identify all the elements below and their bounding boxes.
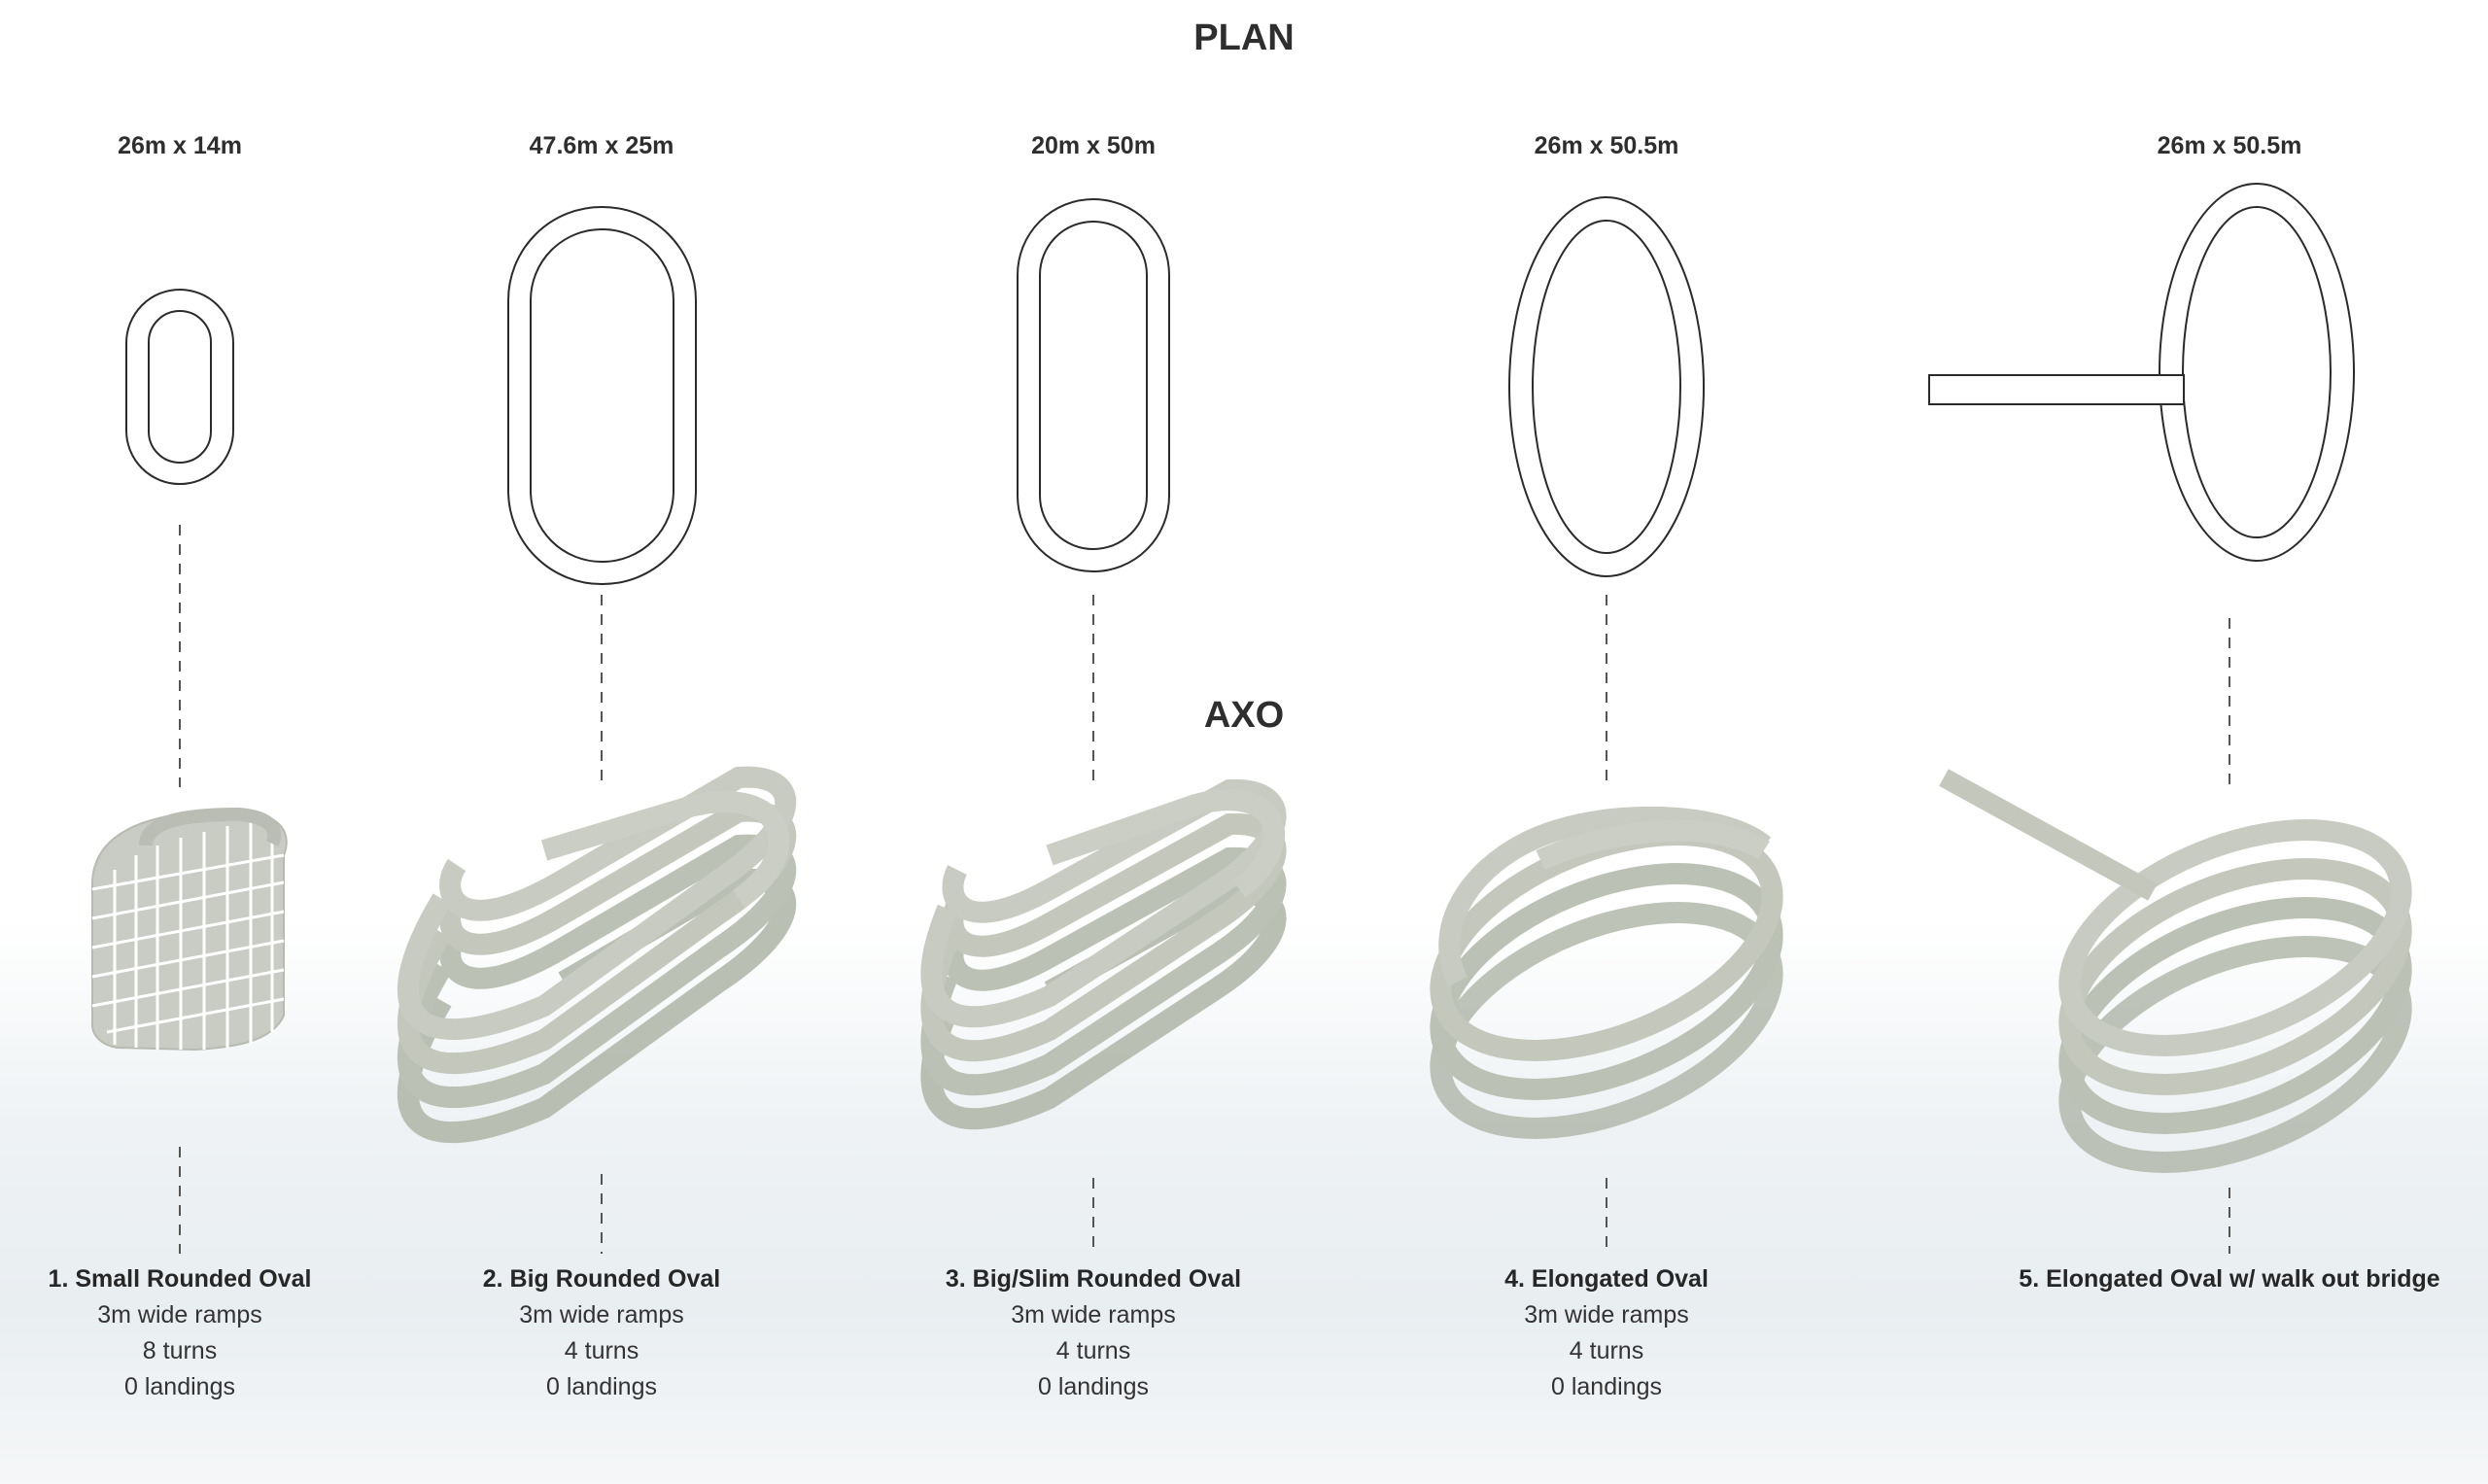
dimension-label-1: 26m x 14m (118, 132, 242, 159)
caption-title-2: 2. Big Rounded Oval (482, 1265, 721, 1293)
dimension-label-2: 47.6m x 25m (529, 132, 674, 159)
caption-title-3: 3. Big/Slim Rounded Oval (945, 1265, 1242, 1293)
plan-inner-3 (1039, 221, 1148, 550)
caption-title-5: 5. Elongated Oval w/ walk out bridge (2019, 1265, 2440, 1293)
caption-detail-2-2: 4 turns (564, 1337, 639, 1364)
plan-outer-2 (507, 206, 697, 585)
caption-detail-1-1: 3m wide ramps (97, 1301, 262, 1329)
axo-model-5 (1939, 769, 2412, 1173)
caption-detail-3-3: 0 landings (1038, 1373, 1149, 1400)
axo-model-2 (397, 766, 797, 1144)
caption-detail-3-2: 4 turns (1055, 1337, 1131, 1364)
caption-column-4: 4. Elongated Oval 3m wide ramps 4 turns … (1504, 1261, 1709, 1405)
caption-detail-4-1: 3m wide ramps (1524, 1301, 1689, 1329)
plan-inner-2 (530, 228, 674, 563)
plan-inner-5 (2182, 206, 2332, 538)
axo-model-3 (920, 778, 1287, 1130)
plan-inner-1 (148, 310, 212, 464)
axo-heading: AXO (1203, 695, 1285, 736)
caption-detail-4-2: 4 turns (1569, 1337, 1644, 1364)
dimension-label-5: 26m x 50.5m (2157, 132, 2302, 159)
caption-column-5: 5. Elongated Oval w/ walk out bridge (2019, 1261, 2439, 1297)
caption-detail-3-1: 3m wide ramps (1011, 1301, 1176, 1329)
plan-outer-4 (1508, 196, 1705, 577)
caption-title-1: 1. Small Rounded Oval (48, 1265, 312, 1293)
plan-bridge-5 (1928, 374, 2185, 405)
dimension-label-3: 20m x 50m (1031, 132, 1156, 159)
plan-outer-1 (125, 289, 234, 485)
caption-detail-1-2: 8 turns (142, 1337, 218, 1364)
plan-outer-3 (1017, 198, 1170, 572)
caption-detail-4-3: 0 landings (1551, 1373, 1662, 1400)
caption-detail-2-1: 3m wide ramps (519, 1301, 684, 1329)
caption-column-1: 1. Small Rounded Oval 3m wide ramps 8 tu… (49, 1261, 312, 1405)
dimension-label-4: 26m x 50.5m (1534, 132, 1679, 159)
axo-model-1 (91, 807, 288, 1052)
plan-outer-5 (2159, 183, 2355, 562)
caption-column-3: 3. Big/Slim Rounded Oval 3m wide ramps 4… (946, 1261, 1241, 1405)
caption-column-2: 2. Big Rounded Oval 3m wide ramps 4 turn… (483, 1261, 720, 1405)
plan-heading: PLAN (1193, 17, 1295, 58)
axo-model-4 (1430, 806, 1783, 1139)
plan-inner-4 (1532, 220, 1681, 554)
caption-detail-2-3: 0 landings (546, 1373, 657, 1400)
caption-title-4: 4. Elongated Oval (1504, 1265, 1709, 1293)
caption-detail-1-3: 0 landings (124, 1373, 235, 1400)
